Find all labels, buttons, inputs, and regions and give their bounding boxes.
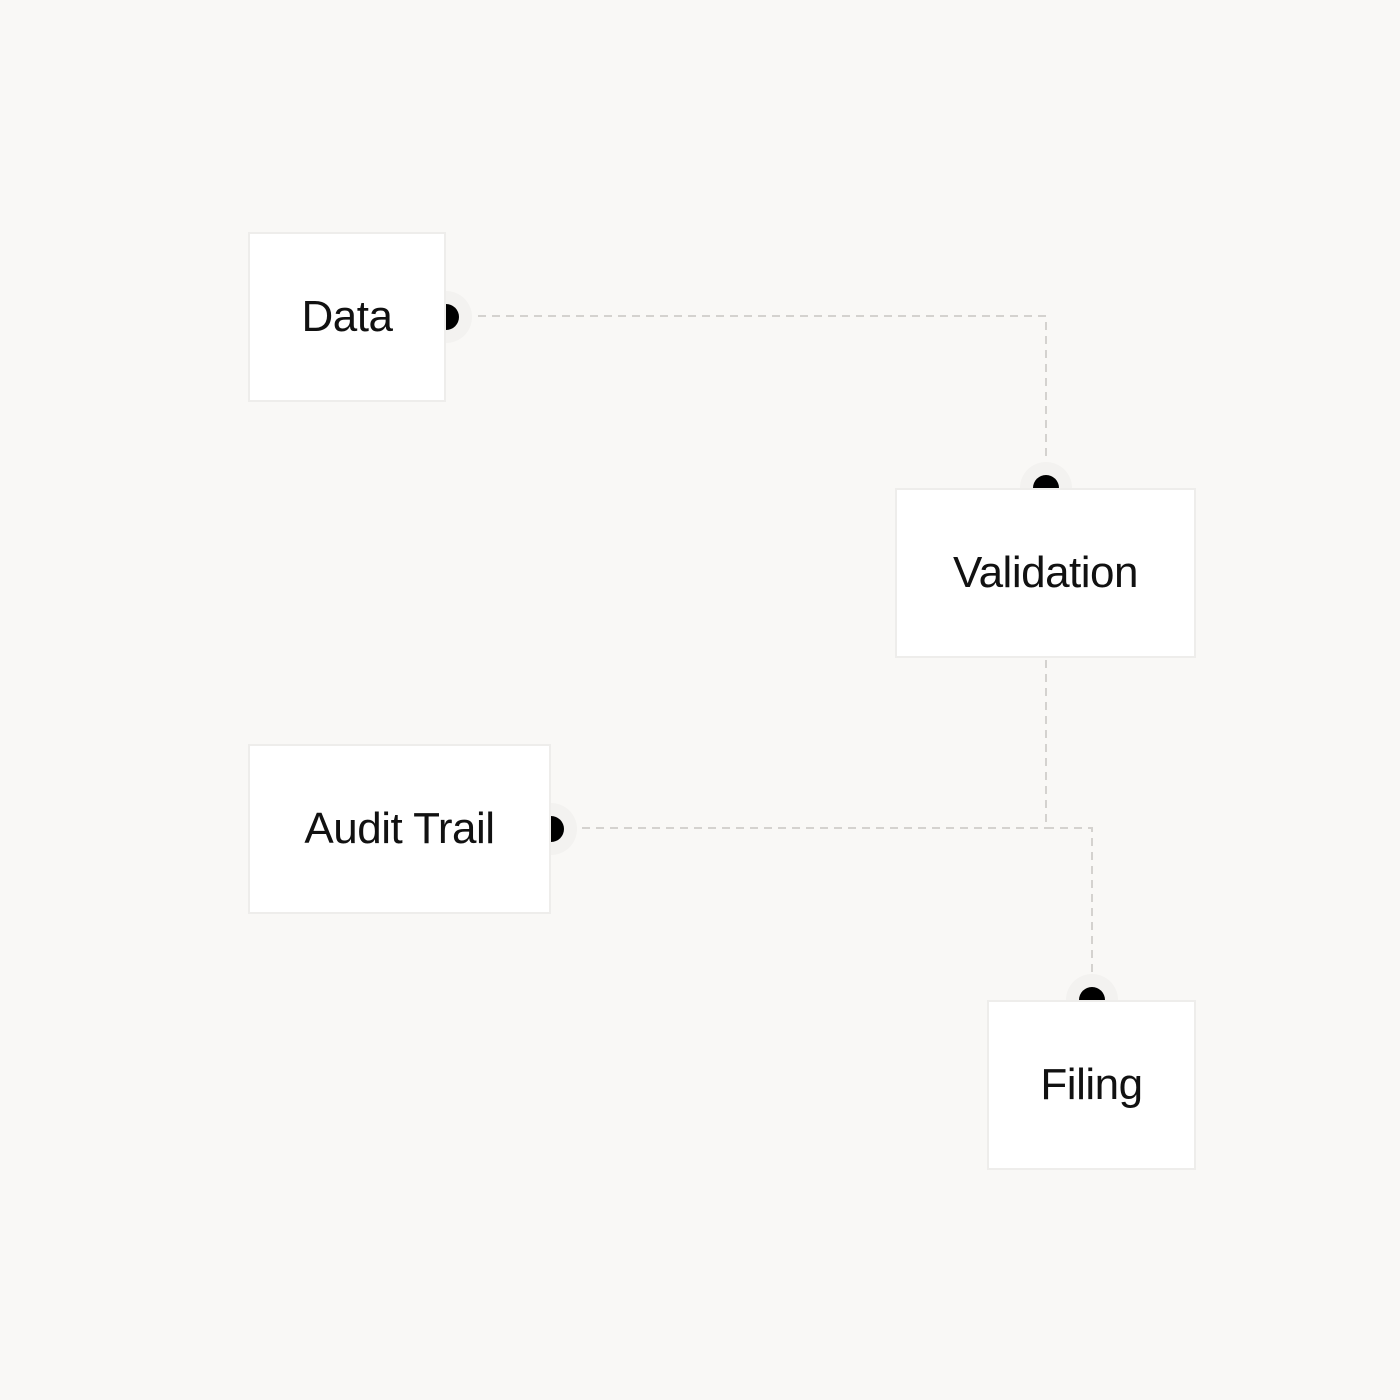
connector-data-to-validation bbox=[478, 315, 1047, 460]
connector-validation-to-filing bbox=[1045, 660, 1093, 972]
node-label-data: Data bbox=[301, 292, 393, 341]
node-data[interactable]: Data bbox=[248, 232, 446, 402]
node-validation[interactable]: Validation bbox=[895, 488, 1196, 658]
node-label-validation: Validation bbox=[953, 548, 1139, 597]
node-label-filing: Filing bbox=[1040, 1060, 1143, 1109]
node-filing[interactable]: Filing bbox=[987, 1000, 1196, 1170]
node-audit-trail[interactable]: Audit Trail bbox=[248, 744, 551, 914]
node-label-audit-trail: Audit Trail bbox=[304, 804, 495, 853]
